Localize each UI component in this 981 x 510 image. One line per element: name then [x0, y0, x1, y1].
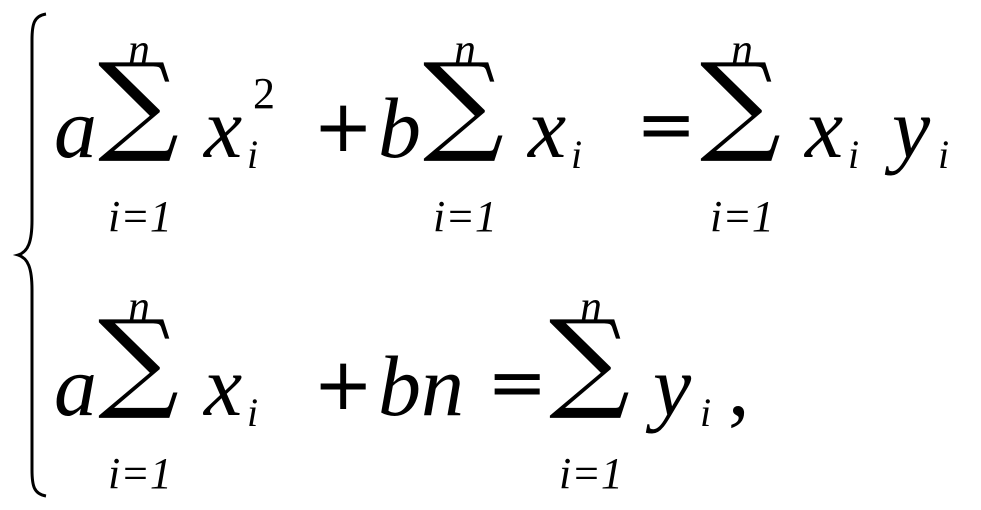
- row2-coef-a: a: [54, 338, 97, 434]
- row2-sum1-upper: n: [128, 282, 150, 331]
- row1-var-x: x: [204, 80, 243, 176]
- row2-rhs-lower: i=1: [559, 449, 623, 498]
- row1-sum2-lower: i=1: [433, 192, 497, 241]
- row1-sum1-upper: n: [128, 25, 150, 74]
- row1-superscript-2: 2: [253, 69, 275, 118]
- row1-coef-a: a: [54, 80, 97, 176]
- row1-rhs-upper: n: [731, 25, 753, 74]
- left-brace: [12, 12, 47, 498]
- row1-equals: =: [636, 82, 697, 166]
- row2-term-bn: bn: [378, 338, 464, 434]
- row2-rhs-upper: n: [580, 282, 602, 331]
- row1-rhs-var-y: y: [892, 80, 931, 176]
- row1-sum2-sigma: ∑: [423, 41, 504, 166]
- row2-rhs-var-y: y: [653, 338, 692, 434]
- row1-rhs-lower: i=1: [710, 192, 774, 241]
- row1-plus: +: [313, 84, 374, 168]
- row1-subscript-i: i: [247, 132, 259, 177]
- row2-trailing-comma: ,: [728, 338, 750, 434]
- row1-rhs-var-x: x: [805, 80, 844, 176]
- row2-rhs-sigma: ∑: [549, 298, 630, 423]
- row2-subscript-i: i: [247, 390, 259, 435]
- row1-sum2-upper: n: [454, 25, 476, 74]
- row1-rhs-sigma: ∑: [700, 41, 781, 166]
- row1-coef-b: b: [378, 80, 421, 176]
- row1-sum1-sigma: ∑: [98, 41, 179, 166]
- row1-rhs-subscript-i-2: i: [938, 132, 950, 177]
- row2-rhs-subscript-i: i: [700, 390, 712, 435]
- row2-var-x: x: [204, 338, 243, 434]
- row2-sum1-sigma: ∑: [98, 298, 179, 423]
- row1-sum1-lower: i=1: [108, 192, 172, 241]
- row2-equals: =: [487, 340, 548, 424]
- row2-plus: +: [313, 342, 374, 426]
- row2-sum1-lower: i=1: [108, 449, 172, 498]
- row1-sum2-var-x: x: [528, 80, 567, 176]
- row1-rhs-subscript-i-1: i: [848, 132, 860, 177]
- row1-sum2-subscript-i: i: [571, 132, 583, 177]
